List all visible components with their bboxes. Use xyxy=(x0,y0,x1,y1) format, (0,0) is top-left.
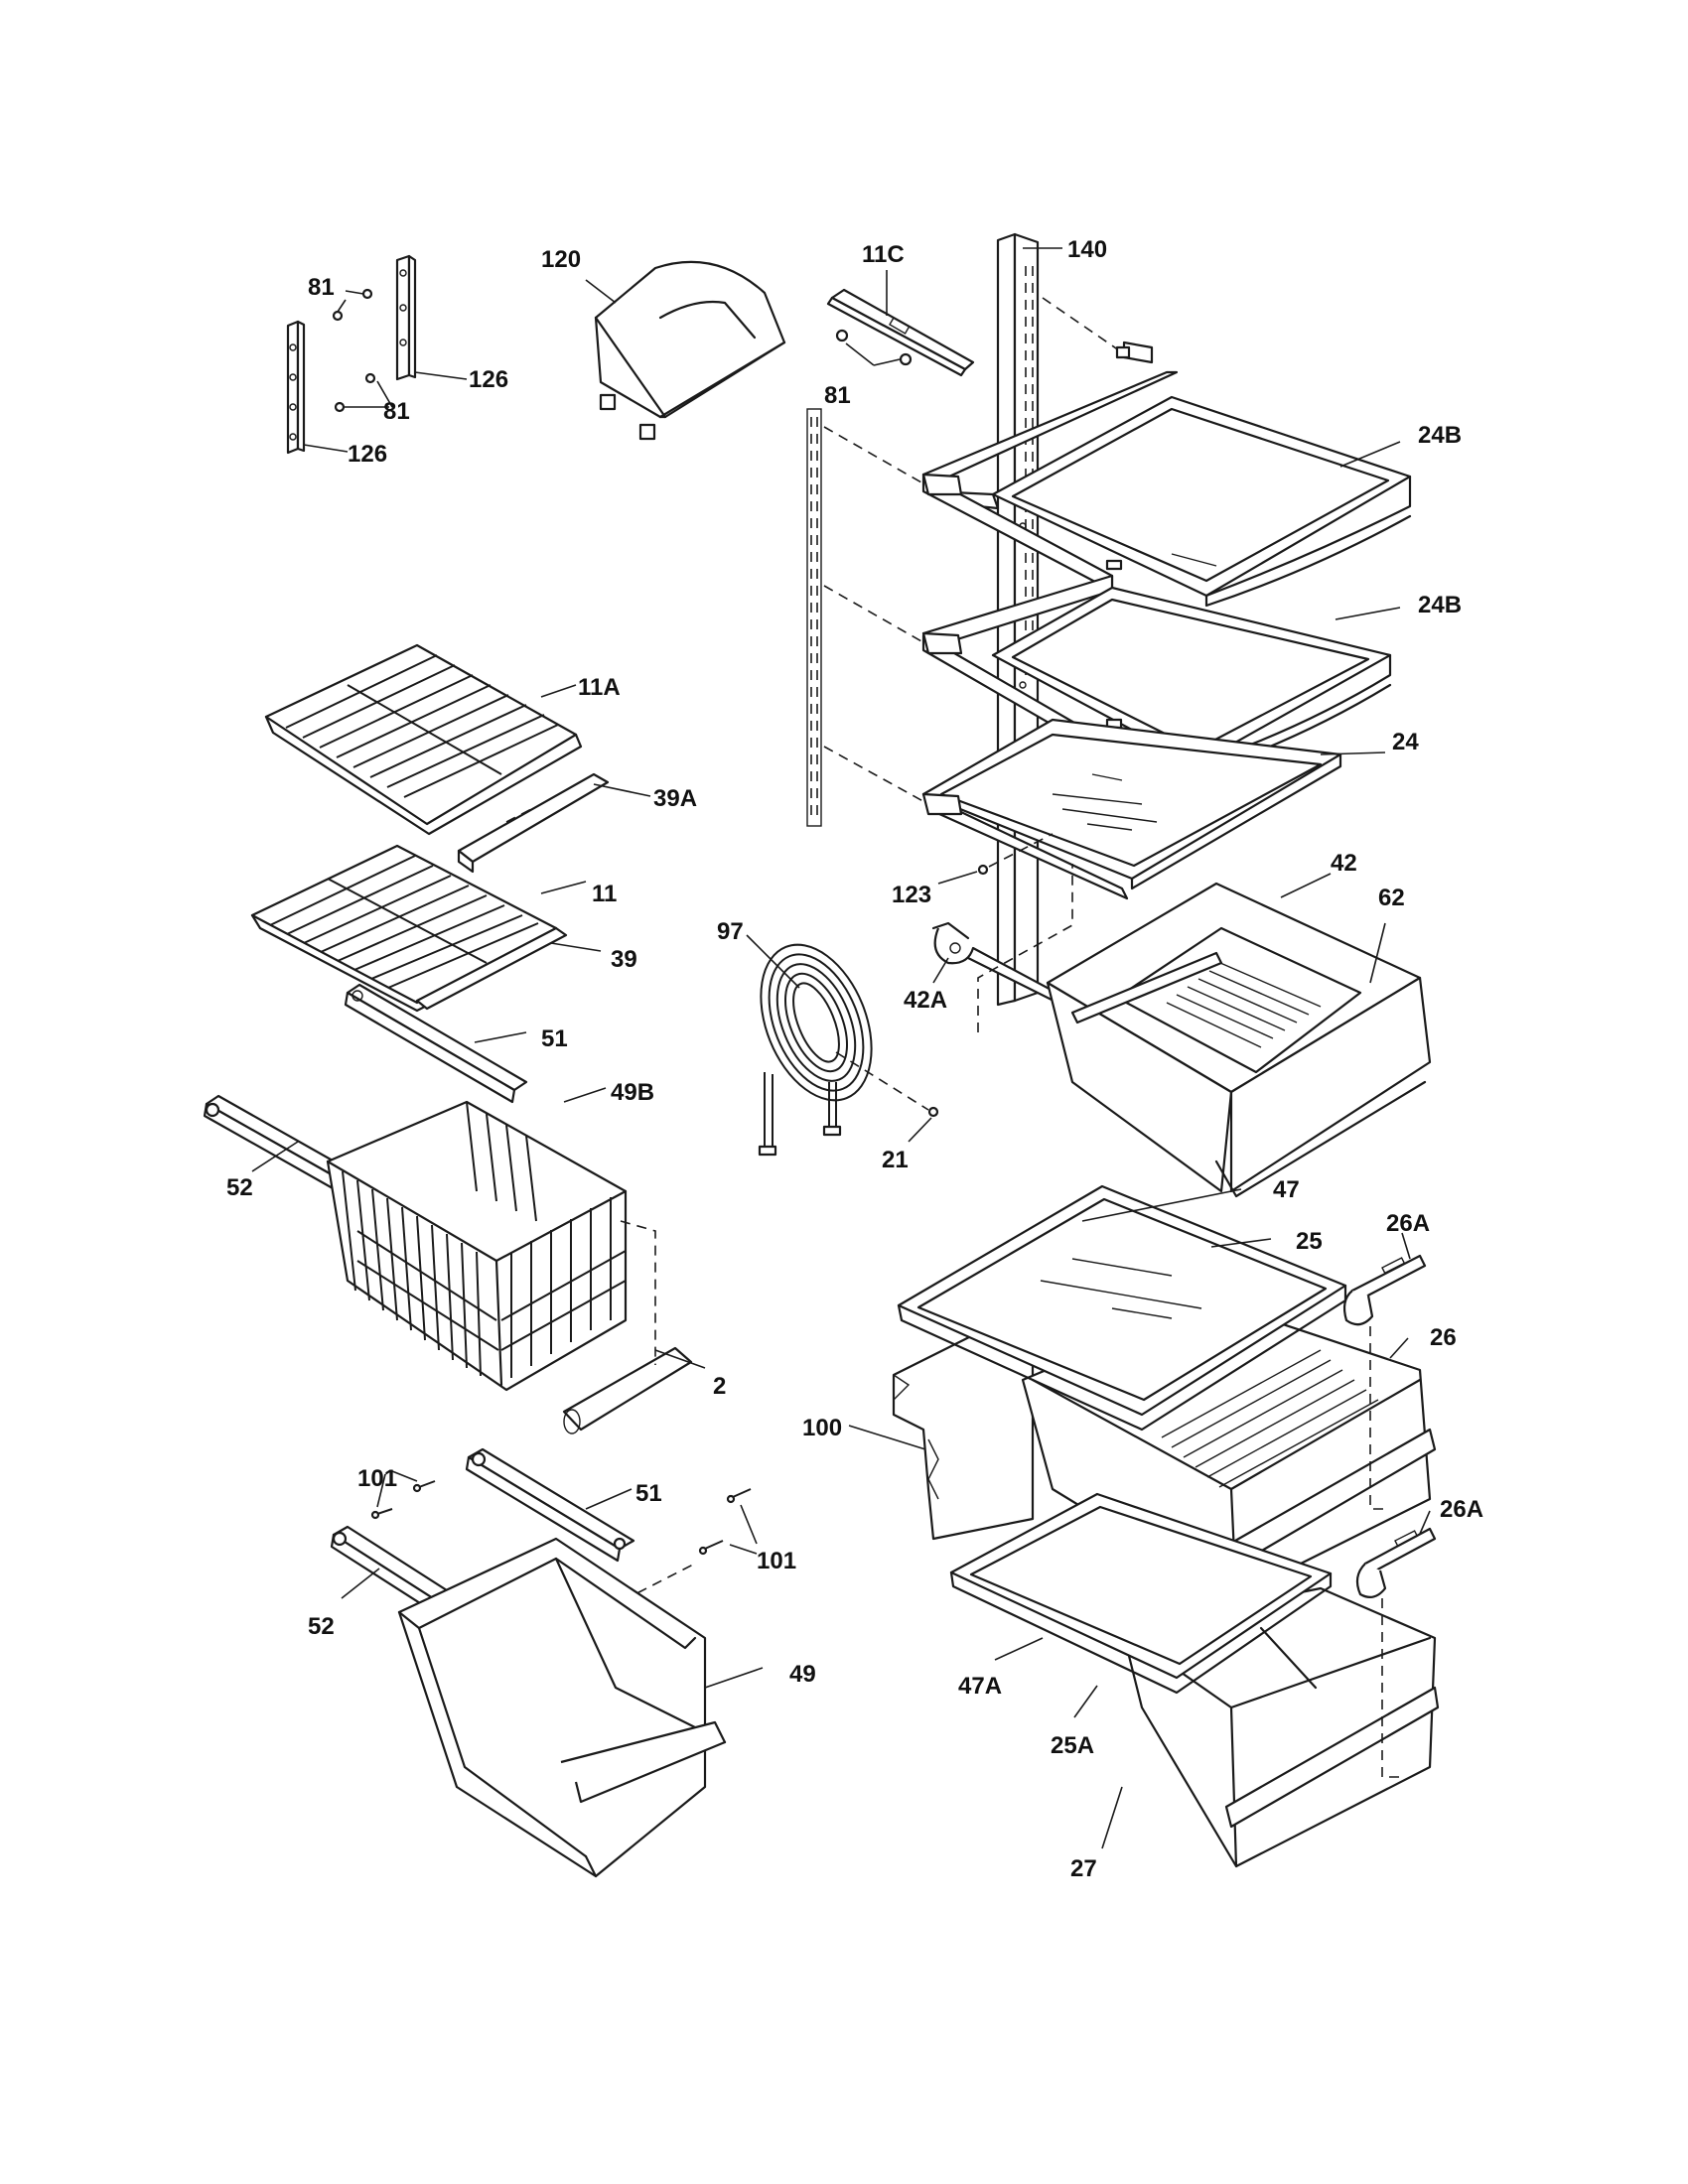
slide-51-bottom xyxy=(465,1447,635,1563)
label-2: 2 xyxy=(713,1373,726,1400)
label-39a: 39A xyxy=(653,785,697,812)
frame-100 xyxy=(848,1333,1035,1541)
clip-26a-top xyxy=(1342,1232,1427,1510)
label-11c: 11C xyxy=(862,241,905,268)
shelf-bracket-126-left xyxy=(286,320,306,455)
ladder-rail-left xyxy=(806,408,822,827)
label-42a: 42A xyxy=(904,987,947,1014)
label-47a: 47A xyxy=(958,1673,1002,1700)
shelf-24b-top xyxy=(921,370,1412,608)
label-27: 27 xyxy=(1070,1855,1097,1882)
callout-labels: 81 81 81 126 126 120 11C 140 24B 24B 24 … xyxy=(226,236,1483,1882)
screws-81 xyxy=(303,288,468,453)
wire-shelf-11 xyxy=(250,844,587,1013)
label-126: 126 xyxy=(469,366,508,393)
label-26a: 26A xyxy=(1386,1210,1430,1237)
cover-25 xyxy=(897,1184,1347,1432)
wire-shelf-11a xyxy=(264,643,583,836)
basket-49b xyxy=(326,1087,628,1392)
label-21: 21 xyxy=(882,1147,909,1173)
label-101: 101 xyxy=(357,1465,397,1492)
trim-2 xyxy=(562,1220,706,1434)
trim-39a xyxy=(457,772,651,874)
wire-shelf-11a-rods xyxy=(285,654,559,798)
label-51: 51 xyxy=(541,1025,568,1052)
label-47: 47 xyxy=(1273,1176,1300,1203)
label-11a: 11A xyxy=(578,674,621,701)
label-42: 42 xyxy=(1331,850,1357,877)
crisper-26-ribs xyxy=(1161,1349,1379,1488)
screws-101-left xyxy=(370,1470,436,1520)
label-52: 52 xyxy=(308,1613,335,1640)
label-81: 81 xyxy=(308,274,335,301)
shelf-24-bottom xyxy=(921,718,1386,900)
shelf-brackets-upper xyxy=(921,341,1154,593)
slide-51-top xyxy=(344,983,528,1104)
label-26: 26 xyxy=(1430,1324,1457,1351)
label-97: 97 xyxy=(717,918,744,945)
label-120: 120 xyxy=(541,246,581,273)
label-51: 51 xyxy=(635,1480,662,1507)
label-126: 126 xyxy=(348,441,387,468)
bin-49 xyxy=(397,1537,764,1878)
pan-42 xyxy=(1046,873,1432,1198)
label-81: 81 xyxy=(824,382,851,409)
screw-123 xyxy=(937,833,1054,885)
label-62: 62 xyxy=(1378,885,1405,911)
label-52: 52 xyxy=(226,1174,253,1201)
rail-11c xyxy=(826,270,975,377)
screws-101-right xyxy=(698,1488,758,1556)
label-81: 81 xyxy=(383,398,410,425)
label-25: 25 xyxy=(1296,1228,1323,1255)
label-49: 49 xyxy=(789,1661,816,1688)
trim-39 xyxy=(415,926,602,1011)
screw-21 xyxy=(835,1051,939,1143)
clip-26a-bottom xyxy=(1355,1510,1437,1778)
label-24: 24 xyxy=(1392,729,1419,755)
label-11: 11 xyxy=(592,881,617,907)
tubing-97 xyxy=(746,934,873,1157)
label-49b: 49B xyxy=(611,1079,654,1106)
label-24b: 24B xyxy=(1418,592,1462,618)
shelf-bracket-126-right xyxy=(395,254,417,381)
label-24b: 24B xyxy=(1418,422,1462,449)
basket-49b-wires xyxy=(342,1101,627,1378)
label-123: 123 xyxy=(892,882,931,908)
label-100: 100 xyxy=(802,1415,842,1441)
label-101: 101 xyxy=(757,1548,796,1574)
label-26a: 26A xyxy=(1440,1496,1483,1523)
label-39: 39 xyxy=(611,946,637,973)
wire-shelf-11-rods xyxy=(269,855,539,989)
pan-42-ribs xyxy=(1166,962,1322,1048)
alignment-dashes-upper xyxy=(823,297,1123,805)
cup-120 xyxy=(585,260,786,441)
cover-25a xyxy=(949,1492,1333,1718)
label-25a: 25A xyxy=(1051,1732,1094,1759)
label-140: 140 xyxy=(1067,236,1107,263)
